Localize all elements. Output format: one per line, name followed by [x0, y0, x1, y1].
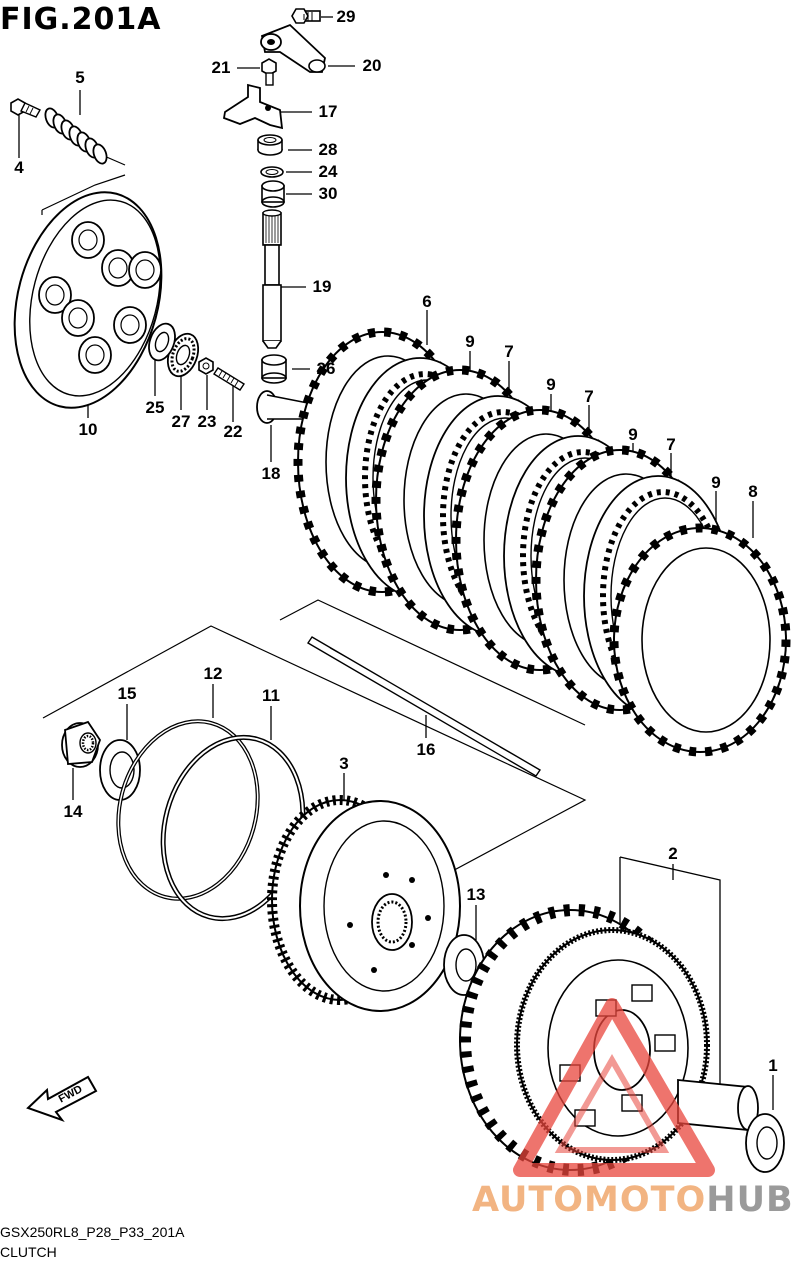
part-17-plate: [222, 83, 284, 130]
part-25-washer: [148, 322, 176, 362]
callout-9-b: 9: [546, 375, 556, 394]
part-20-release-lever: [260, 23, 326, 73]
footer-section-name: CLUTCH: [0, 1244, 57, 1260]
callout-10: 10: [78, 420, 98, 439]
part-30-needle-bearing: [261, 180, 285, 208]
part-29-bolt: [291, 8, 321, 24]
callout-20: 20: [362, 56, 382, 75]
figure-title: FIG.201A: [0, 2, 162, 37]
callout-22: 22: [223, 422, 243, 441]
part-22-adjust-bolt: [213, 367, 245, 391]
watermark-triangle-logo: [513, 998, 715, 1177]
callout-12: 12: [203, 664, 223, 683]
callout-28: 28: [318, 140, 338, 159]
part-21-bolt: [261, 58, 277, 86]
part-28-oil-seal: [257, 134, 283, 156]
callout-9-a: 9: [465, 332, 475, 351]
callout-24: 24: [318, 162, 338, 181]
hub-bracket: [619, 856, 721, 1095]
part-12-ring: [116, 719, 260, 901]
callout-18: 18: [261, 464, 281, 483]
callout-3: 3: [339, 754, 349, 773]
watermark-part-b: HUB: [706, 1180, 794, 1220]
part-4-bolt: [10, 98, 41, 118]
part-19-release-shaft: [262, 209, 282, 349]
part-5-clutch-spring: [44, 107, 108, 165]
part-3-sleeve-hub: [267, 795, 461, 1012]
part-8-drive-plate: [609, 523, 791, 757]
callout-6: 6: [422, 292, 432, 311]
callout-4: 4: [14, 158, 24, 177]
fwd-arrow-icon: FWD: [26, 1075, 98, 1123]
callout-11: 11: [262, 686, 280, 705]
callout-19: 19: [312, 277, 332, 296]
part-1-thrust-washer: [745, 1113, 785, 1173]
callout-2: 2: [668, 844, 678, 863]
part-27-thrust-bearing: [166, 332, 200, 378]
part-26-needle-bearing: [261, 354, 287, 384]
callout-5: 5: [75, 68, 85, 87]
callout-16: 16: [416, 740, 436, 759]
watermark-part-a: AUTOMOTO: [472, 1180, 707, 1220]
part-23-nut: [198, 357, 214, 375]
callout-7-b: 7: [584, 387, 594, 406]
callout-15: 15: [117, 684, 137, 703]
callout-7-c: 7: [666, 435, 676, 454]
clutch-plate-stack: [293, 327, 791, 757]
footer-model-code: GSX250RL8_P28_P33_201A: [0, 1224, 185, 1240]
watermark-wordmark: AUTOMOTOHUB: [472, 1180, 794, 1220]
callout-25: 25: [145, 398, 165, 417]
callout-9-c: 9: [628, 425, 638, 444]
callout-27: 27: [171, 412, 191, 431]
part-2-clutch-housing: [459, 904, 759, 1176]
callout-7-a: 7: [504, 342, 514, 361]
callout-21: 21: [211, 58, 231, 77]
part-15-lock-washer: [99, 739, 141, 801]
callout-29: 29: [336, 7, 356, 26]
callout-26: 26: [316, 359, 336, 378]
callout-17: 17: [318, 102, 338, 121]
callout-23: 23: [197, 412, 217, 431]
callout-8: 8: [748, 482, 758, 501]
callout-14: 14: [63, 802, 83, 821]
part-16-push-rod: [307, 636, 541, 777]
part-24-washer: [260, 166, 284, 178]
assembly-frames: [41, 151, 587, 891]
callout-1: 1: [768, 1056, 778, 1075]
callout-13: 13: [466, 885, 486, 904]
part-10-pressure-plate: [13, 191, 163, 409]
callout-9-d: 9: [711, 473, 721, 492]
callout-30: 30: [318, 184, 338, 203]
part-14-nut: [61, 720, 102, 768]
